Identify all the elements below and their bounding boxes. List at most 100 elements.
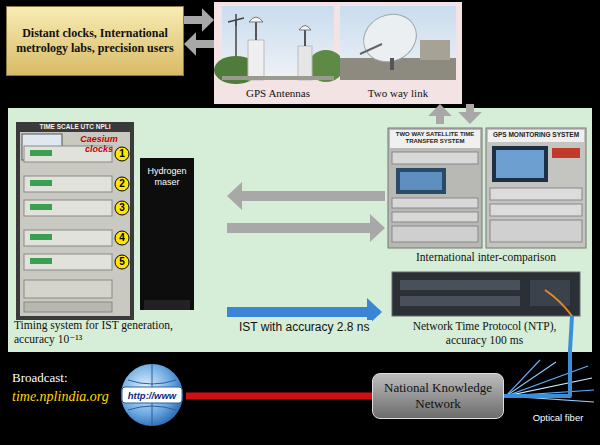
clock-rack-part	[24, 230, 112, 246]
comparison-racks-part	[392, 198, 478, 208]
ntp-device-part	[392, 272, 580, 316]
network-box: National Knowledge Network	[372, 373, 504, 419]
gps-photo-part	[304, 30, 306, 46]
clock-rack-part	[24, 280, 112, 298]
gps-photo-part	[298, 46, 312, 80]
gps-photo-part	[248, 40, 264, 80]
arrow-head	[202, 8, 214, 32]
callout-number: 1	[115, 147, 129, 161]
comparison-racks-part	[488, 130, 584, 142]
url-label: time.nplindia.org	[12, 389, 116, 405]
connector-line	[184, 16, 202, 24]
comparison-racks-part	[490, 188, 582, 200]
globe-icon-part	[122, 387, 182, 403]
connector-line	[242, 191, 385, 201]
callout-number: 4	[115, 231, 129, 245]
comparison-racks-part	[396, 168, 446, 194]
arrow-head	[428, 104, 452, 116]
node-text: Network Time Protocol (NTP), accuracy 10…	[402, 320, 567, 348]
comparison-racks-part	[392, 152, 478, 164]
gps-photo-part	[255, 22, 257, 40]
clock-rack-part	[30, 150, 52, 156]
arrow-head	[370, 214, 385, 242]
clock-rack-part	[30, 180, 52, 186]
comparison-racks-part	[486, 128, 586, 248]
node-text: Distant clocks, International metrology …	[13, 26, 177, 56]
ntp-device	[392, 272, 580, 350]
rack-label: TWO WAY SATELLITE TIME TRANSFER SYSTEM	[391, 131, 479, 145]
two-way-photo-part	[360, 44, 382, 54]
clock-rack-part	[20, 132, 130, 316]
node-text: Two way link	[340, 87, 456, 99]
arrow-head	[458, 112, 482, 124]
gps-photo-part	[249, 17, 263, 22]
comparison-racks-part	[392, 212, 478, 222]
connector	[184, 8, 214, 32]
node-text: National Knowledge Network	[379, 380, 497, 411]
connector-line	[504, 350, 570, 396]
maser	[140, 158, 194, 310]
clock-rack-part	[115, 201, 129, 215]
clock-rack-part	[24, 176, 112, 192]
connector-line	[196, 40, 214, 48]
two-way-photo-part	[340, 58, 456, 80]
device-label: Hydrogen maser	[143, 166, 191, 188]
clock-rack-part	[115, 147, 129, 161]
clock-rack-part	[30, 234, 52, 240]
connector	[428, 104, 452, 124]
comparison-racks-part	[496, 150, 544, 178]
clock-rack-part	[115, 255, 129, 269]
ntp-device-part	[400, 280, 520, 290]
two-way-photo-part	[340, 6, 456, 80]
comparison-racks-part	[490, 204, 582, 216]
callout-number: 3	[115, 201, 129, 215]
gps-photo-part	[222, 76, 334, 80]
connector-line	[227, 223, 370, 233]
connector	[184, 32, 214, 56]
photo-panel	[214, 2, 462, 104]
clock-rack-part	[115, 231, 129, 245]
callout-number: 5	[115, 255, 129, 269]
clock-rack-part	[24, 200, 112, 216]
clock-rack-part	[30, 204, 52, 210]
ntp-device-part	[400, 296, 520, 306]
fiber-label: Optical fiber	[522, 412, 594, 423]
gps-photo	[214, 6, 344, 84]
rack-label: TIME SCALE UTC NPLI	[20, 123, 130, 130]
comparison-racks-part	[400, 172, 442, 190]
connector-line	[186, 393, 372, 400]
edge-label: IST with accuracy 2.8 ns	[237, 320, 372, 334]
connector-line	[466, 104, 474, 112]
clock-rack	[16, 122, 134, 320]
callout-number: 2	[115, 177, 129, 191]
connector	[458, 104, 482, 124]
two-way-photo-part	[356, 6, 424, 71]
clock-rack-part	[16, 122, 134, 320]
node-text: http://www	[128, 390, 177, 401]
globe-icon-part	[121, 364, 183, 426]
two-way-photo-part	[420, 40, 450, 60]
inter-comparison: International inter-comparison	[385, 124, 587, 264]
clock-rack-part	[30, 258, 52, 264]
maser-part	[144, 300, 190, 310]
node-text: GPS Antennas	[222, 87, 334, 99]
ntp-device-part	[545, 290, 572, 316]
gps-photo-part	[299, 26, 311, 31]
comparison-racks-part	[490, 220, 582, 242]
connector-line	[227, 307, 367, 317]
connector-line	[436, 116, 444, 124]
clock-rack-part	[115, 177, 129, 191]
connector	[227, 182, 385, 210]
two-way-photo-part	[390, 58, 394, 70]
node-text: Timing system for IST generation, accura…	[14, 319, 194, 347]
clock-rack-part	[24, 302, 112, 312]
green-panel	[8, 108, 592, 352]
comparison-racks-part	[390, 130, 480, 148]
arrow-head	[227, 182, 242, 210]
comparison-racks-part	[492, 146, 548, 182]
comparison-racks-part	[392, 226, 478, 242]
source-box: Distant clocks, International metrology …	[6, 6, 184, 76]
photo-panel: GPS Antennas Two way link	[214, 2, 462, 104]
globe-icon-part	[121, 364, 183, 426]
